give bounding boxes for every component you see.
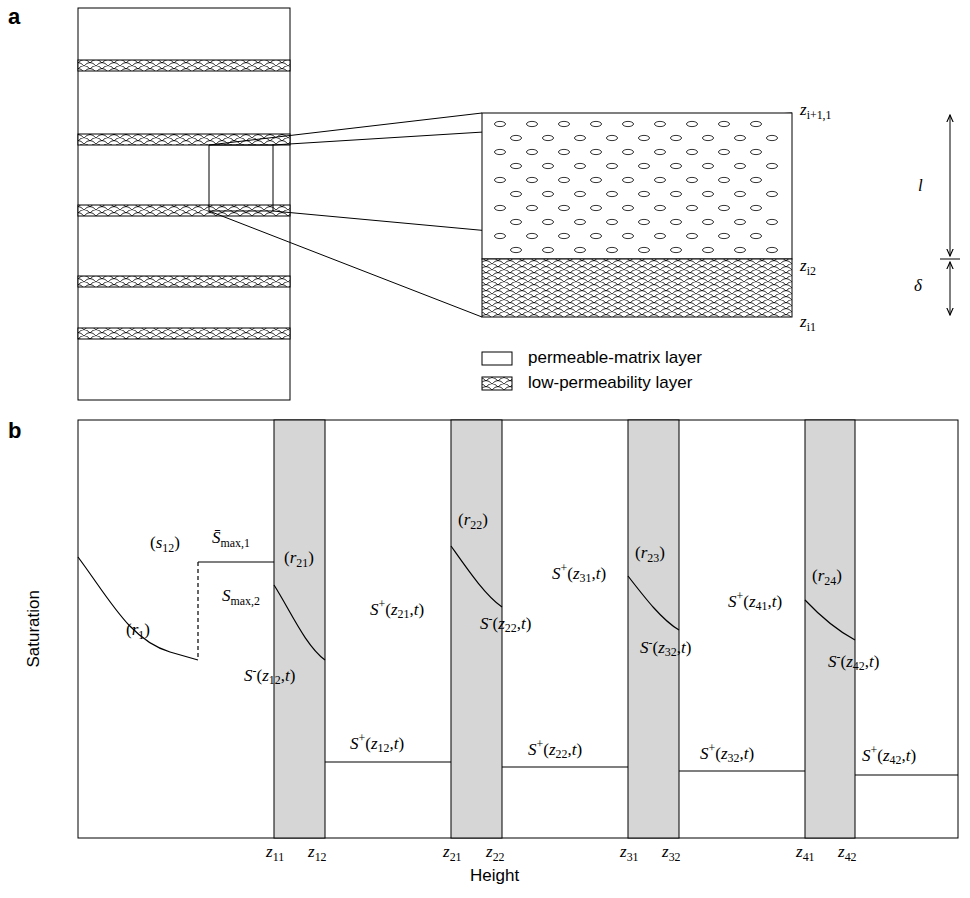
axis-title: Height [470,866,519,886]
zoom-low-perm [482,259,792,317]
curve-label: (r1) [126,620,150,642]
axis-tick-label: z41 [796,842,815,864]
axis-tick-label: z21 [443,842,462,864]
curve-label: (r24) [812,566,842,588]
curve-label: S+(z12,t) [350,732,404,756]
axis-tick-label: z22 [486,842,505,864]
low-permeability-bands [78,60,290,339]
legend-text: permeable-matrix layer [528,348,702,368]
legend-text: low-permeability layer [528,373,692,393]
curve-label: S̄max,1 [212,528,250,550]
zoom-lines [209,113,792,317]
axis-tick-label: z32 [662,842,681,864]
low-perm-bands [274,420,855,838]
curve-label: S+(z22,t) [528,738,582,762]
axis-tick-label: z42 [838,842,857,864]
dimension-label: δ [914,276,922,296]
curve-label: S-(z12,t) [244,664,295,688]
height-mark: zi2 [800,256,816,278]
zoom-matrix [482,113,792,259]
panel-letter: b [8,418,21,443]
panel-letter: a [8,4,20,29]
zoom-window [209,145,273,211]
legend-sample-lowperm [482,377,512,390]
curve-label: S-(z32,t) [640,636,691,660]
curve-label: S+(z42,t) [862,744,916,768]
dimension-label: l [918,176,923,196]
axis-title: Saturation [24,590,44,668]
axis-tick-label: z31 [620,842,639,864]
axis-tick-label: z11 [266,842,284,864]
matrix-pores [495,121,778,252]
curve-label: Smax,2 [222,586,260,608]
height-mark: zi+1,1 [800,100,832,122]
medium-box [78,8,290,400]
curve-label: (r22) [458,510,488,532]
curve-label: S+(z32,t) [700,742,754,766]
legend-sample-matrix [482,352,512,365]
curve-label: S+(z41,t) [728,590,782,614]
curve-label: S-(z22,t) [480,612,531,636]
curve-label: S-(z42,t) [828,650,879,674]
curve-label: S+(z31,t) [552,562,606,586]
curve-label: (s12) [150,533,180,555]
height-mark: zi1 [800,312,816,334]
dimension-arrows [940,115,960,315]
curve-label: (r21) [284,548,314,570]
axis-tick-label: z12 [308,842,327,864]
plot-frame [78,420,958,838]
saturation-curves [78,546,958,775]
curve-label: S+(z21,t) [370,598,424,622]
curve-label: (r23) [635,543,665,565]
